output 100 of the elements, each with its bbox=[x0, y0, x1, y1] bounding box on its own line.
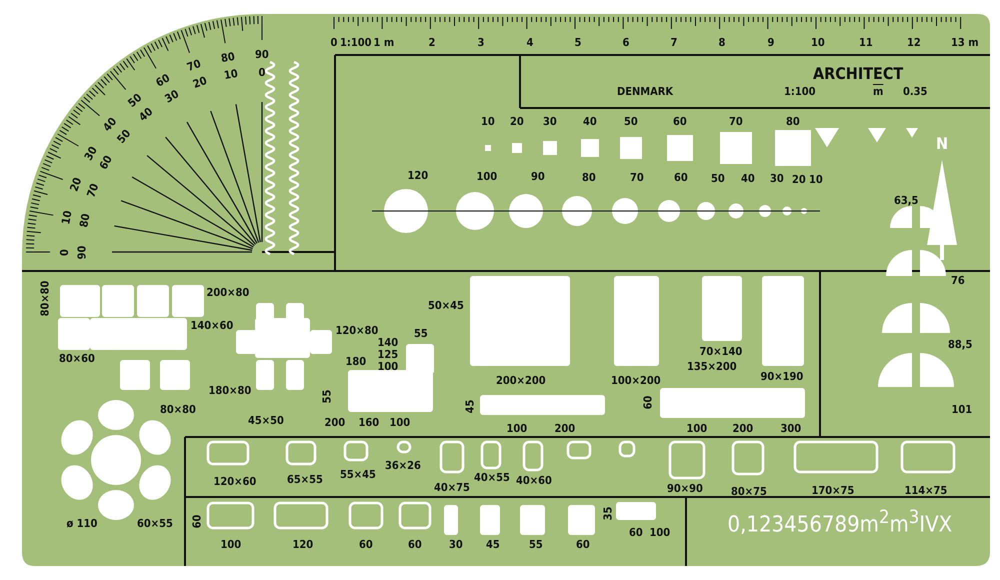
dimension-label: 55×45 bbox=[340, 468, 376, 480]
scale-number: 9 bbox=[768, 36, 774, 48]
dimension-label: 200×80 bbox=[206, 286, 250, 298]
dimension-label: 60 bbox=[642, 395, 654, 409]
dimension-label: 35 bbox=[602, 506, 614, 520]
angle-number: 90 bbox=[255, 48, 269, 60]
dimension-label: 50 bbox=[624, 116, 638, 126]
dimension-label: 100 bbox=[650, 526, 670, 538]
dimension-label: 70 bbox=[729, 116, 743, 126]
north-letter: N bbox=[936, 136, 948, 152]
dimension-label: 90×190 bbox=[760, 370, 804, 382]
scale-number: 8 bbox=[718, 36, 726, 48]
scale-number: 1 m bbox=[374, 36, 394, 48]
dimension-label: 40×75 bbox=[434, 482, 470, 492]
scale-number: 5 bbox=[574, 36, 582, 48]
angle-number: 80 bbox=[78, 213, 92, 228]
scale-number: 0 bbox=[330, 36, 338, 48]
scale-text: 1:100 bbox=[784, 86, 816, 96]
lettering-stencil: 0,123456789m$^{2}$m$^{3}$IVX bbox=[728, 508, 952, 536]
dimension-label: 90 bbox=[531, 171, 545, 182]
dimension-label: 100 bbox=[686, 422, 708, 434]
scale-number: 2 bbox=[428, 36, 436, 48]
scale-number: 13 m bbox=[951, 36, 979, 48]
dimension-label: 200 bbox=[324, 416, 346, 428]
dimension-label: 170×75 bbox=[812, 484, 854, 496]
dimension-label: 36×26 bbox=[385, 460, 421, 470]
dimension-label: 30 bbox=[770, 173, 784, 184]
dimension-label: 60 bbox=[576, 538, 590, 550]
dimension-label: 40×55 bbox=[474, 472, 510, 482]
dimension-label: 40 bbox=[741, 173, 755, 184]
angle-number: 70 bbox=[85, 182, 100, 199]
template-title: ARCHITECT bbox=[813, 66, 904, 82]
dimension-label: 60 bbox=[673, 116, 687, 126]
angle-number: 60 bbox=[98, 153, 114, 171]
dimension-label: 100 bbox=[476, 170, 498, 182]
dimension-label: 100×200 bbox=[611, 374, 661, 386]
scale-number: 10 bbox=[811, 36, 825, 48]
angle-number: 30 bbox=[82, 144, 99, 162]
dimension-label: 140×60 bbox=[190, 320, 234, 330]
dimension-label: 125 bbox=[378, 348, 398, 360]
dimension-label: 70×140 bbox=[700, 346, 742, 356]
dimension-label: 180 bbox=[346, 356, 366, 366]
scale-number: 4 bbox=[526, 36, 534, 48]
dimension-label: 20 bbox=[510, 116, 524, 126]
scale-text: 0.35 bbox=[903, 86, 928, 96]
dimension-label: 101 bbox=[952, 404, 972, 414]
dimension-label: 20 bbox=[792, 174, 806, 185]
dimension-label: 30 bbox=[543, 116, 557, 126]
scale-number: 6 bbox=[622, 36, 630, 48]
dimension-label: 120×80 bbox=[336, 324, 378, 336]
dimension-label: ø 110 bbox=[66, 518, 98, 528]
scale-number: 7 bbox=[670, 36, 678, 48]
dimension-label: 60 bbox=[359, 538, 373, 550]
dimension-label: 135×200 bbox=[687, 360, 737, 372]
dimension-label: 76 bbox=[951, 274, 965, 286]
dimension-label: 200 bbox=[732, 422, 754, 434]
scale-number: 12 bbox=[907, 36, 921, 48]
dimension-label: 40 bbox=[583, 116, 597, 126]
dimension-label: 70 bbox=[630, 172, 644, 183]
angle-number: 0 bbox=[258, 66, 266, 78]
dimension-label: 65×55 bbox=[287, 474, 323, 484]
angle-number: 80 bbox=[220, 50, 236, 64]
angle-number: 60 bbox=[154, 72, 172, 89]
dimension-label: 100 bbox=[220, 538, 242, 550]
angle-number: 30 bbox=[163, 88, 181, 104]
dimension-label: 60 bbox=[674, 172, 688, 184]
scale-number: 11 bbox=[859, 36, 873, 48]
angle-number: 90 bbox=[76, 245, 88, 259]
dimension-label: 60 bbox=[408, 538, 422, 550]
angle-number: 0 bbox=[58, 248, 70, 256]
dimension-label: 60 bbox=[191, 514, 202, 528]
dimension-label: 60×55 bbox=[137, 518, 173, 528]
dimension-label: 63,5 bbox=[894, 194, 918, 206]
dimension-label: 88,5 bbox=[948, 338, 972, 350]
scale-number: 1:100 bbox=[340, 36, 372, 48]
dimension-label: 80×80 bbox=[160, 404, 196, 414]
dimension-label: 80×80 bbox=[39, 280, 50, 316]
dimension-label: 80 bbox=[786, 116, 800, 126]
dimension-label: 40×60 bbox=[516, 474, 552, 486]
dimension-label: 120 bbox=[292, 538, 314, 550]
dimension-label: 50 bbox=[711, 172, 725, 184]
dimension-label: 100 bbox=[390, 416, 410, 428]
dimension-label: 160 bbox=[358, 416, 380, 428]
dimension-label: 55 bbox=[321, 389, 332, 403]
angle-number: 20 bbox=[68, 176, 84, 193]
angle-number: 70 bbox=[186, 58, 202, 74]
dimension-label: 140 bbox=[378, 336, 398, 348]
dimension-label: 200×200 bbox=[496, 374, 546, 386]
dimension-label: 120 bbox=[408, 170, 428, 182]
angle-number: 20 bbox=[192, 75, 209, 90]
dimension-label: 114×75 bbox=[904, 484, 948, 496]
dimension-label: 100 bbox=[378, 360, 398, 372]
dimension-label: 80 bbox=[582, 172, 596, 182]
dimension-label: 45 bbox=[464, 399, 476, 413]
dimension-label: 100 bbox=[506, 422, 528, 434]
dimension-label: 90×90 bbox=[667, 482, 703, 494]
dimension-label: 45 bbox=[486, 538, 500, 550]
dimension-label: 80×75 bbox=[731, 486, 767, 496]
country-text: DENMARK bbox=[617, 86, 674, 96]
dimension-label: 300 bbox=[780, 422, 802, 434]
